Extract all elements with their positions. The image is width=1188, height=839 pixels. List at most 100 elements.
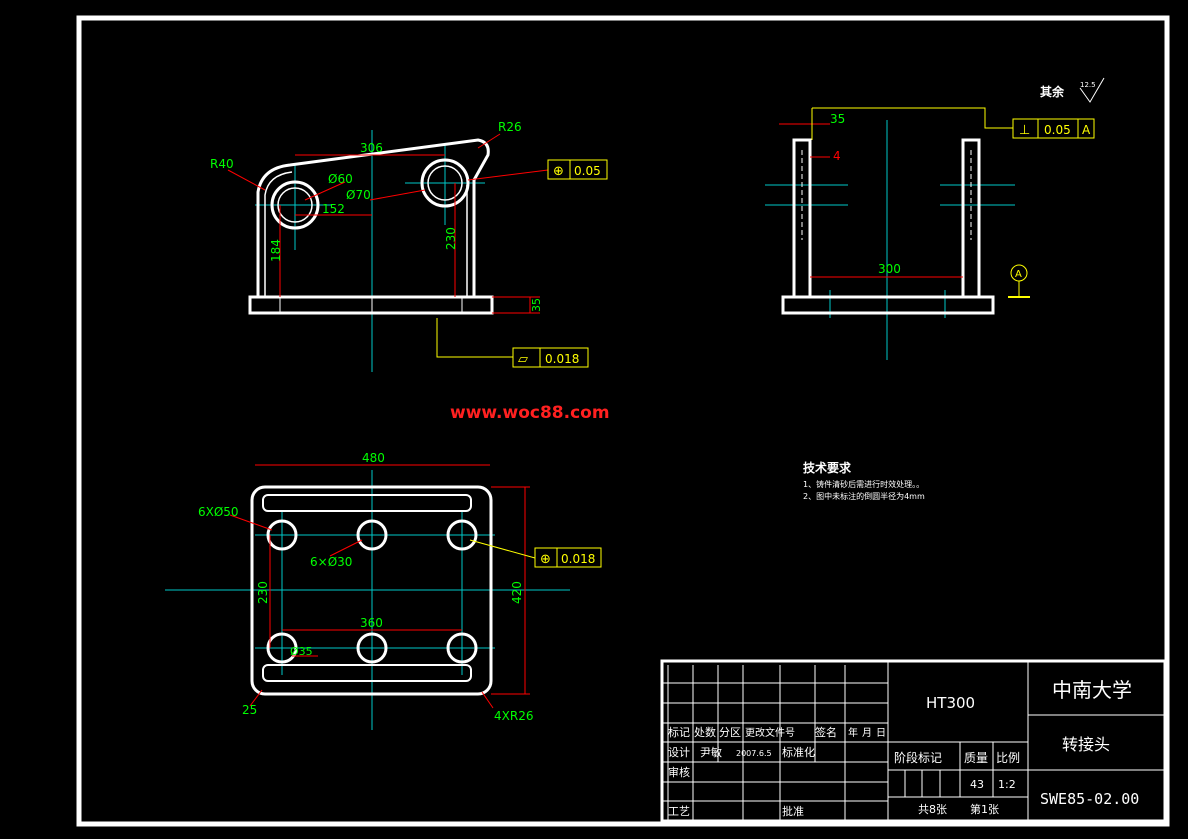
top-view: 480 6XØ50 6×Ø30 230 420 360 Ø35 25 4XR26… [165, 451, 602, 730]
part-name: 转接头 [1062, 735, 1110, 754]
dim-6x30: 6×Ø30 [310, 555, 352, 569]
top-hole [446, 632, 478, 664]
dim-r40: R40 [210, 157, 234, 171]
leader-d60 [304, 181, 346, 201]
leader-r40 [227, 169, 266, 191]
front-view: R40 R26 306 Ø60 Ø70 152 184 230 35 ⊕ 0.0… [210, 120, 608, 372]
hdr-zone: 分区 [719, 726, 741, 739]
side-dim-35: 35 [830, 112, 845, 126]
side-base [781, 295, 995, 315]
leader-flatness [436, 318, 513, 358]
front-hole-2 [420, 158, 470, 208]
flatness-icon: ▱ [518, 352, 528, 367]
dim-d60: Ø60 [328, 172, 353, 186]
row-process-label: 工艺 [668, 805, 690, 818]
row-design-label: 设计 [668, 746, 690, 759]
top-hole [446, 519, 478, 551]
row-design-date: 2007.6.5 [736, 749, 772, 758]
school-name: 中南大学 [1052, 678, 1132, 702]
front-base [248, 295, 494, 315]
dim-35: 35 [530, 298, 543, 312]
dim-230: 230 [256, 581, 270, 604]
roughness-icon [1079, 77, 1105, 103]
hdr-year: 年 [848, 726, 858, 739]
watermark-text: www.woc88.com [450, 403, 610, 423]
tol-frame-flatness [512, 347, 589, 368]
dim-360: 360 [360, 616, 383, 630]
drawing-number: SWE85-02.00 [1040, 790, 1139, 808]
tol-position-icon: ⊕ [553, 164, 564, 179]
leader-6x50 [229, 514, 273, 531]
sheet-border [76, 15, 1170, 827]
front-hole-1-inner [277, 187, 313, 223]
dim-480: 480 [362, 451, 385, 465]
tol-position-value: 0.018 [561, 552, 595, 566]
hdr-mark: 标记 [668, 725, 690, 739]
leader-6x30 [329, 539, 363, 557]
stage-label: 阶段标记 [894, 750, 942, 765]
dim-d35: Ø35 [290, 645, 313, 658]
leader-tol-pos [467, 169, 549, 181]
tol-frame-position [534, 547, 602, 568]
tol-position-value: 0.05 [574, 164, 601, 178]
front-plate-inner [264, 171, 293, 297]
sheets-total: 共8张 [918, 803, 947, 816]
side-view: 35 4 300 ⊥ 0.05 A A [765, 107, 1095, 360]
dim-152: 152 [322, 202, 345, 216]
tol-flatness-value: 0.018 [545, 352, 579, 366]
scale-label: 比例 [996, 751, 1020, 765]
dim-230: 230 [444, 227, 458, 250]
top-hole [266, 519, 298, 551]
leader-r26 [481, 691, 494, 709]
tol-frame-perp [1012, 118, 1095, 139]
leader-tol-pos [469, 539, 536, 559]
side-dim-300: 300 [878, 262, 901, 276]
row-approve-label: 批准 [782, 804, 804, 818]
hdr-count: 处数 [694, 726, 716, 739]
leader-25 [249, 689, 263, 707]
scale-value: 1:2 [998, 778, 1016, 791]
tol-frame-position [547, 159, 608, 180]
top-rib-upper [262, 494, 472, 512]
row-design-std: 标准化 [782, 745, 815, 759]
perpendicular-icon: ⊥ [1019, 123, 1030, 138]
leader-r26 [477, 133, 501, 149]
front-hole-2-inner [427, 165, 463, 201]
tol-perp-datum: A [1082, 123, 1091, 137]
leader-perp [812, 107, 1013, 129]
surface-finish-label: 其余 [1040, 84, 1065, 99]
top-plate-outline [250, 485, 493, 696]
tech-req-item: 1、铸件清砂后需进行时效处理。。 [803, 479, 924, 489]
tech-req-title: 技术要求 [803, 460, 852, 475]
top-rib-lower [262, 664, 472, 682]
top-hole [356, 519, 388, 551]
hdr-day: 日 [876, 728, 886, 739]
leader-d70 [369, 189, 426, 201]
tol-perp-value: 0.05 [1044, 123, 1071, 137]
dim-25: 25 [242, 703, 257, 717]
tech-requirements: 技术要求 1、铸件清砂后需进行时效处理。。 2、图中未标注的倒圆半径为4mm [803, 460, 925, 501]
surface-finish: 其余 12.5 [1040, 77, 1105, 103]
dim-420: 420 [510, 581, 524, 604]
mass-label: 质量 [964, 751, 988, 765]
title-block: 标记 处数 分区 更改文件号 签名 年 月 日 设计 尹敏 2007.6.5 标… [660, 659, 1167, 823]
dim-184: 184 [269, 239, 283, 262]
row-design-name: 尹敏 [700, 745, 722, 759]
hdr-month: 月 [862, 727, 872, 739]
tech-req-item: 2、图中未标注的倒圆半径为4mm [803, 491, 925, 501]
material: HT300 [926, 694, 975, 712]
hdr-sign: 签名 [815, 725, 837, 739]
dim-306: 306 [360, 141, 383, 155]
hdr-doc: 更改文件号 [745, 726, 795, 739]
front-plate-outline [256, 138, 490, 297]
row-check-label: 审核 [668, 765, 690, 779]
datum-label: A [1015, 269, 1022, 280]
sheet-no: 第1张 [970, 802, 999, 816]
tol-position-icon: ⊕ [540, 552, 551, 567]
dim-r26: R26 [498, 120, 522, 134]
top-hole [266, 632, 298, 664]
dim-d70: Ø70 [346, 188, 371, 202]
dim-4xr26: 4XR26 [494, 709, 533, 723]
title-block-frame [660, 659, 1167, 823]
